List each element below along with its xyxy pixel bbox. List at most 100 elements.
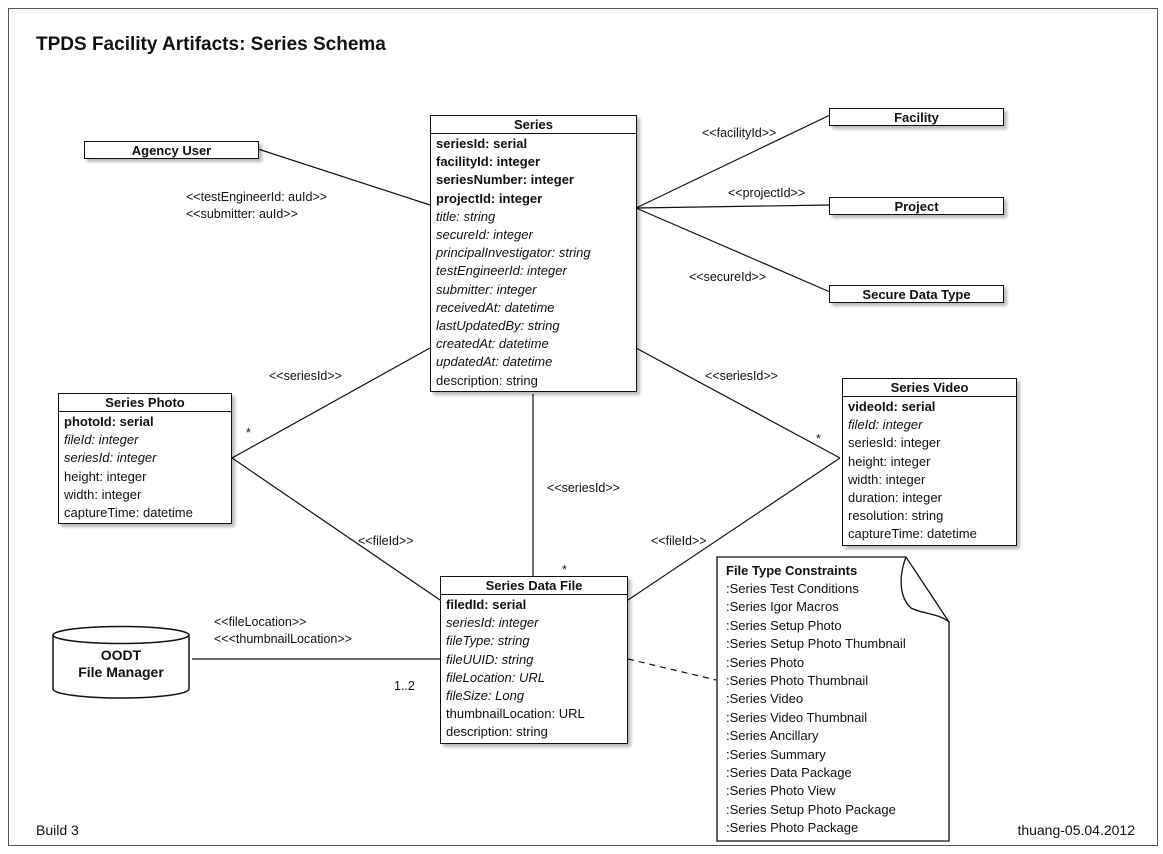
attribute-row: fileId: integer (64, 432, 139, 448)
attribute-row: width: integer (64, 486, 142, 502)
attribute-row: fileLocation: URL (446, 669, 545, 685)
note-item: :Series Igor Macros (726, 599, 839, 615)
database-multiplicity: 1..2 (394, 679, 415, 693)
attribute-row: description: string (446, 724, 548, 740)
photo-file-connector (231, 457, 441, 601)
attribute-row: filedId: serial (446, 597, 527, 612)
photo-multiplicity: * (246, 426, 251, 440)
note-item: :Series Video Thumbnail (726, 709, 868, 725)
note-item: :Series Setup Photo Package (726, 801, 896, 817)
database-icon (52, 625, 190, 699)
diagram-frame (8, 8, 1158, 846)
author-date-label: thuang-05.04.2012 (1017, 822, 1135, 838)
series-photo-entity[interactable]: Series Photo photoId: serial fileId: inte… (58, 393, 232, 525)
note-item: :Series Photo View (726, 783, 836, 799)
attribute-row: testEngineerId: integer (436, 263, 567, 279)
video-file-connector (627, 457, 841, 601)
note-item: :Series Summary (726, 746, 826, 762)
build-label: Build 3 (36, 822, 79, 838)
attribute-row: seriesId: integer (446, 615, 539, 631)
attribute-row: receivedAt: datetime (436, 299, 555, 315)
note-item: :Series Setup Photo Thumbnail (726, 636, 906, 652)
series-id-photo-label: <<seriesId>> (269, 369, 342, 383)
entity-name: Facility (894, 110, 939, 125)
attribute-row: height: integer (848, 453, 931, 469)
note-title: File Type Constraints (726, 563, 858, 578)
attribute-row: seriesNumber: integer (436, 172, 574, 188)
attribute-row: photoId: serial (64, 414, 154, 429)
attribute-row: seriesId: integer (848, 435, 941, 451)
test-engineer-id-label: <<testEngineerId: auId>> (186, 190, 328, 204)
series-video-connector (635, 347, 841, 459)
attribute-row: thumbnailLocation: URL (446, 706, 585, 722)
database-name-line2: File Manager (78, 664, 164, 680)
note-item: :Series Photo Package (726, 820, 859, 836)
project-connector (635, 204, 831, 209)
attribute-row: height: integer (64, 468, 147, 484)
attribute-row: videoId: serial (848, 399, 936, 414)
attribute-row: createdAt: datetime (436, 336, 549, 352)
entity-name: Agency User (131, 143, 212, 158)
diagram-title: TPDS Facility Artifacts: Series Schema (36, 34, 386, 55)
entity-name: Secure Data Type (862, 287, 971, 302)
attribute-row: secureId: integer (436, 227, 533, 243)
attribute-row: seriesId: serial (436, 136, 528, 151)
facility-entity[interactable]: Facility (829, 108, 1004, 126)
secure-id-label: <<secureId>> (689, 270, 767, 284)
series-data-file-entity[interactable]: Series Data File filedId: serial seriesId… (440, 576, 628, 744)
attribute-row: fileId: integer (848, 417, 923, 433)
attribute-list: filedId: serial seriesId: integer fileType… (441, 595, 627, 743)
note-item-list: :Series Test Conditions :Series Igor Macr… (726, 580, 906, 838)
note-item: :Series Setup Photo (726, 617, 842, 633)
attribute-row: captureTime: datetime (64, 505, 193, 521)
note-item: :Series Test Conditions (726, 581, 859, 596)
attribute-row: lastUpdatedBy: string (436, 318, 560, 334)
secure-data-type-connector (635, 207, 831, 293)
note-item: :Series Video (726, 691, 804, 707)
attribute-row: fileType: string (446, 633, 530, 649)
file-location-label: <<fileLocation>> (214, 615, 307, 629)
series-id-video-label: <<seriesId>> (705, 369, 778, 383)
attribute-row: duration: integer (848, 490, 942, 506)
attribute-row: captureTime: datetime (848, 526, 977, 542)
entity-name: Series Photo (59, 394, 231, 412)
attribute-row: facilityId: integer (436, 154, 541, 170)
thumbnail-location-label: <<<thumbnailLocation>> (214, 632, 352, 646)
note-item: :Series Photo Thumbnail (726, 673, 869, 689)
facility-id-label: <<facilityId>> (702, 126, 777, 140)
attribute-row: resolution: string (848, 508, 944, 524)
note-item: :Series Ancillary (726, 728, 819, 744)
project-entity[interactable]: Project (829, 197, 1004, 215)
database-name-line1: OODT (100, 647, 142, 663)
entity-name: Project (894, 199, 939, 214)
entity-name: Series Data File (441, 577, 627, 595)
entity-name: Series Video (843, 379, 1016, 397)
file-type-constraints-note[interactable]: File Type Constraints :Series Test Condi… (716, 556, 950, 842)
video-multiplicity: * (816, 432, 821, 446)
submitter-label: <<submitter: auId>> (186, 207, 298, 221)
project-id-label: <<projectId>> (728, 186, 806, 200)
secure-data-type-entity[interactable]: Secure Data Type (829, 285, 1004, 303)
agency-user-entity[interactable]: Agency User (84, 141, 259, 159)
file-id-photo-label: <<fileId>> (358, 534, 414, 548)
facility-connector (635, 114, 831, 209)
series-id-file-label: <<seriesId>> (547, 481, 620, 495)
file-id-video-label: <<fileId>> (651, 534, 707, 548)
file-multiplicity: * (562, 563, 567, 577)
attribute-list: videoId: serial fileId: integer seriesId: … (843, 397, 1016, 545)
attribute-row: updatedAt: datetime (436, 354, 553, 370)
attribute-row: width: integer (848, 471, 926, 487)
attribute-row: fileSize: Long (446, 688, 525, 704)
note-item: :Series Photo (726, 654, 805, 670)
series-video-entity[interactable]: Series Video videoId: serial fileId: inte… (842, 378, 1017, 546)
attribute-row: projectId: integer (436, 190, 543, 206)
oodt-file-manager-database[interactable]: OODT File Manager (50, 625, 192, 700)
attribute-row: fileUUID: string (446, 651, 534, 667)
note-content: File Type Constraints :Series Test Condi… (726, 562, 906, 838)
attribute-row: seriesId: integer (64, 450, 157, 466)
attribute-row: principalInvestigator: string (436, 245, 591, 261)
attribute-list: seriesId: serial facilityId: integer serie… (431, 134, 636, 391)
